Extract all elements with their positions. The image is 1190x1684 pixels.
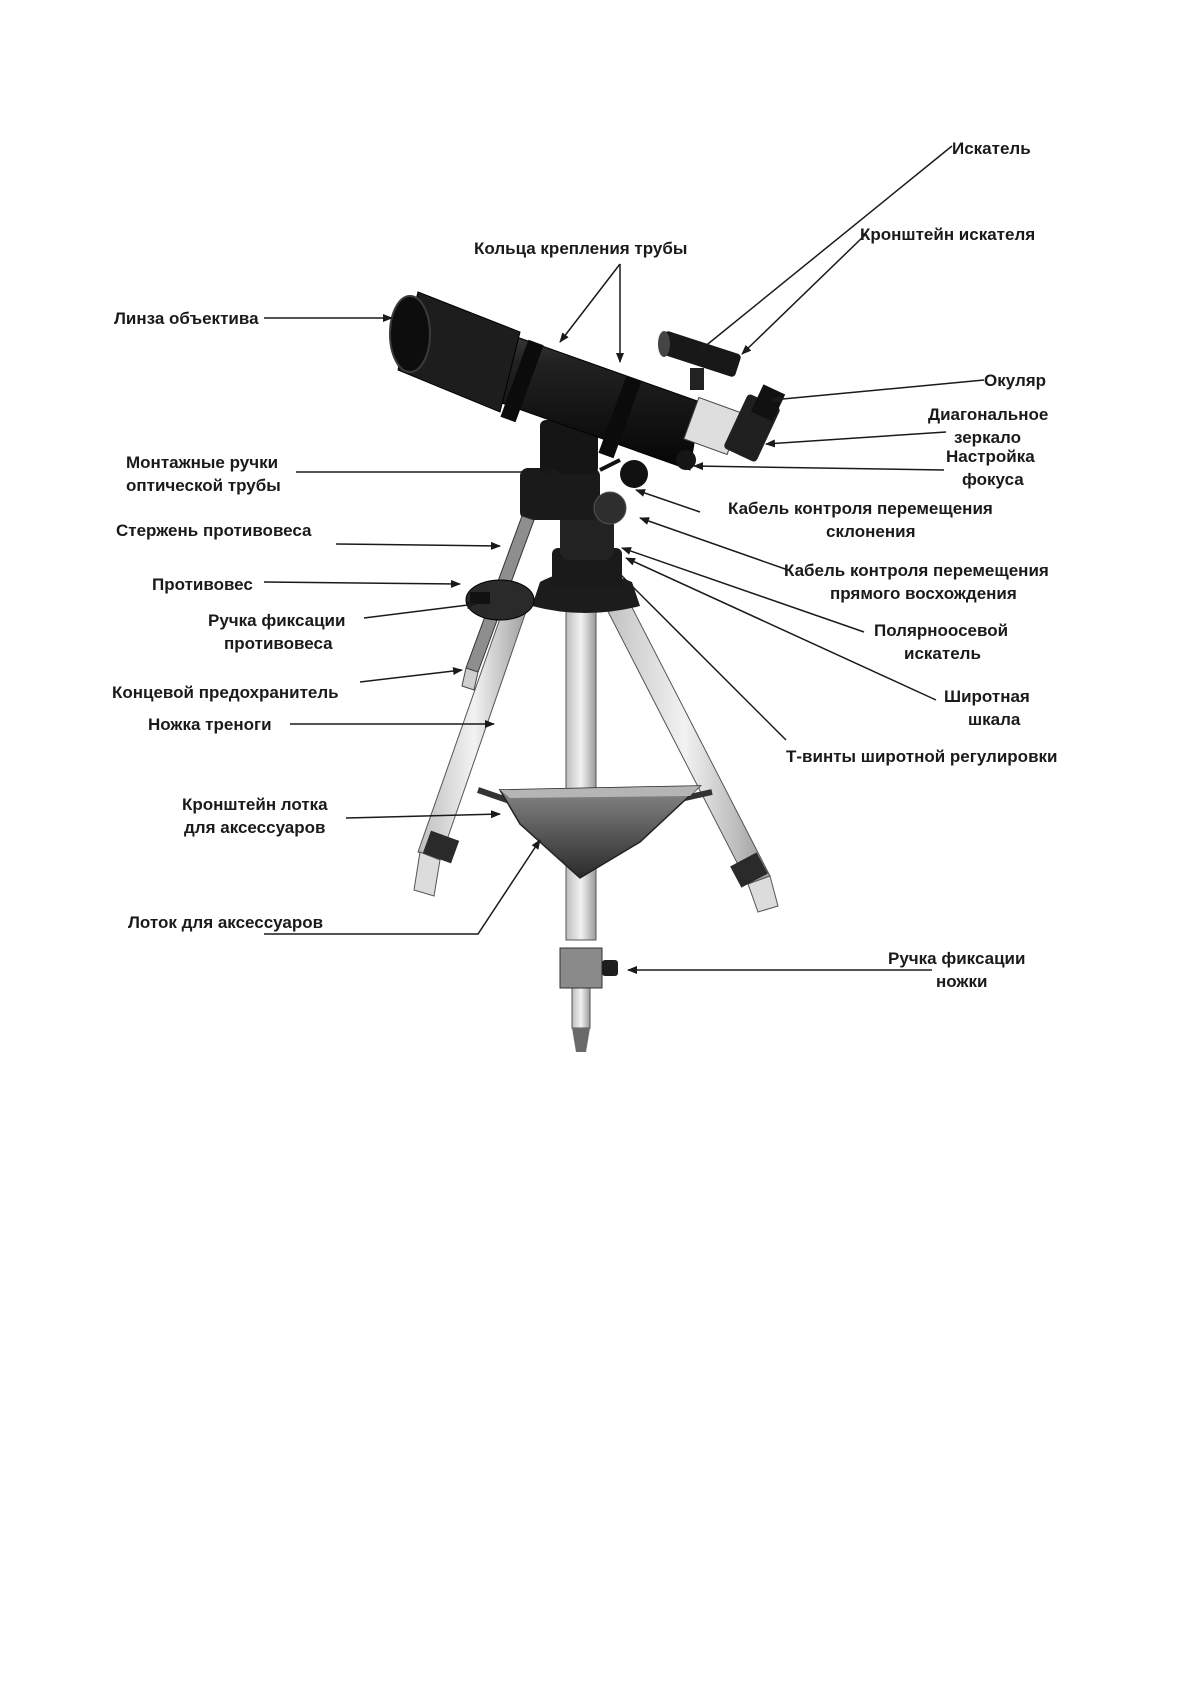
leg-clamp-left: [422, 830, 460, 864]
label-diagonal-1: Диагональное: [928, 405, 1048, 424]
label-objective-lens: Линза объектива: [114, 309, 259, 328]
leader-counterweight: [263, 579, 461, 588]
focus-knob: [676, 450, 696, 470]
label-tray: Лоток для аксессуаров: [128, 913, 323, 932]
leader-cw-lock: [363, 601, 477, 619]
leader-end-cap: [359, 667, 463, 683]
label-tray-bracket-1: Кронштейн лотка: [182, 795, 328, 814]
finder-bracket: [690, 368, 704, 390]
label-dec-cable-1: Кабель контроля перемещения: [728, 499, 993, 518]
counterweight: [465, 579, 535, 621]
leader-eyepiece: [771, 379, 985, 404]
leader-polar-finder: [621, 547, 865, 633]
leg-foot-left: [413, 851, 441, 897]
label-focus-1: Настройка: [946, 447, 1035, 466]
label-leg-lock-1: Ручка фиксации: [888, 949, 1025, 968]
leader-latitude-bolts: [611, 565, 787, 741]
end-cap: [461, 667, 479, 691]
label-tube-rings: Кольца крепления трубы: [474, 239, 687, 258]
objective-lens: [389, 295, 431, 373]
label-finder: Искатель: [952, 139, 1031, 158]
leader-tray: [264, 839, 541, 935]
leader-latitude-scale: [625, 557, 937, 701]
leg-lock-knob: [602, 960, 618, 976]
leader-diagonal: [765, 431, 947, 448]
label-dec-cable-2: склонения: [826, 522, 916, 541]
label-counterweight: Противовес: [152, 575, 253, 594]
label-latitude-scale-1: Широтная: [944, 687, 1030, 706]
tripod-leg-left: [417, 589, 531, 861]
leader-ra-cable: [639, 517, 789, 571]
labels: Искатель Кронштейн искателя Кольца крепл…: [112, 139, 1057, 991]
telescope-illustration: [389, 291, 786, 1052]
label-ra-cable-2: прямого восхождения: [830, 584, 1017, 603]
dec-axis-housing: [520, 468, 600, 520]
label-ra-cable-1: Кабель контроля перемещения: [784, 561, 1049, 580]
leg-foot-center: [572, 1028, 590, 1052]
eyepiece: [750, 384, 786, 422]
polar-axis-housing: [560, 510, 614, 560]
label-latitude-scale-2: шкала: [968, 710, 1021, 729]
tube-ring-rear: [598, 375, 642, 459]
counterweight-lock: [470, 592, 490, 604]
label-cw-lock-1: Ручка фиксации: [208, 611, 345, 630]
leader-finder: [697, 145, 953, 353]
leader-focus: [693, 462, 945, 471]
label-tripod-leg: Ножка треноги: [148, 715, 272, 734]
leader-tube-rings-a: [559, 263, 621, 343]
tripod-leg-center: [565, 599, 597, 941]
accessory-tray-rim: [500, 786, 700, 798]
leg-lock-clamp: [559, 947, 603, 989]
dec-knob: [620, 460, 648, 488]
ra-setting-circle: [593, 491, 627, 525]
leg-clamp-right: [730, 852, 768, 888]
equatorial-mount: [461, 420, 648, 691]
leader-cw-shaft: [335, 541, 501, 550]
leader-finder-bracket: [741, 233, 867, 355]
leg-foot-right: [747, 875, 779, 913]
label-latitude-bolts: Т-винты широтной регулировки: [786, 747, 1057, 766]
leader-tray-bracket: [345, 810, 501, 819]
label-tube-handles-2: оптической трубы: [126, 476, 281, 495]
tube-ring-front: [500, 339, 544, 423]
leader-dec-cable: [635, 489, 701, 513]
label-end-cap: Концевой предохранитель: [112, 683, 339, 702]
dec-cable: [599, 458, 621, 472]
label-cw-lock-2: противовеса: [224, 634, 333, 653]
leader-lines: [263, 145, 985, 974]
label-diagonal-2: зеркало: [954, 428, 1021, 447]
label-eyepiece: Окуляр: [984, 371, 1046, 390]
optical-tube: [389, 291, 786, 471]
finder-lens: [658, 331, 670, 357]
label-focus-2: фокуса: [962, 470, 1024, 489]
label-leg-lock-2: ножки: [936, 972, 987, 991]
label-polar-finder-2: искатель: [904, 644, 981, 663]
label-tube-handles-1: Монтажные ручки: [126, 453, 278, 472]
finder-scope: [659, 331, 741, 377]
mount-saddle: [540, 420, 598, 474]
tripod: [413, 571, 779, 1052]
label-finder-bracket: Кронштейн искателя: [860, 225, 1035, 244]
accessory-tray: [498, 785, 702, 879]
label-cw-shaft: Стержень противовеса: [116, 521, 312, 540]
tripod-leg-center-lower: [571, 987, 591, 1029]
label-tray-bracket-2: для аксессуаров: [184, 818, 325, 837]
label-polar-finder-1: Полярноосевой: [874, 621, 1008, 640]
